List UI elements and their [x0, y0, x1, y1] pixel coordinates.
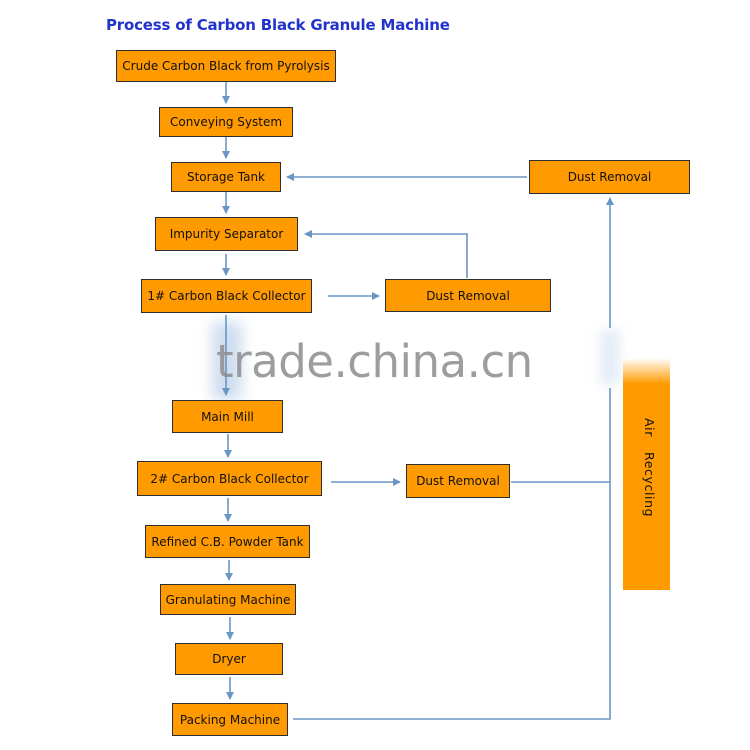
air-recycling-label-recycling: Recycling: [642, 452, 657, 518]
air-bar-fade: [623, 358, 670, 384]
node-packing-machine: Packing Machine: [172, 703, 288, 736]
air-recycling-label-air: Air: [642, 418, 657, 437]
node-refined-powder-tank: Refined C.B. Powder Tank: [145, 525, 310, 558]
node-crude-carbon-black: Crude Carbon Black from Pyrolysis: [116, 50, 336, 82]
node-dryer: Dryer: [175, 643, 283, 675]
node-impurity-separator: Impurity Separator: [155, 217, 298, 251]
air-recycling-bar: [623, 358, 670, 590]
node-main-mill: Main Mill: [172, 400, 283, 433]
node-collector-1: 1# Carbon Black Collector: [141, 279, 312, 313]
arrow-dust2-impurity: [304, 230, 468, 278]
node-dust-removal-1: Dust Removal: [529, 160, 690, 194]
node-collector-2: 2# Carbon Black Collector: [137, 461, 322, 496]
node-dust-removal-3: Dust Removal: [406, 464, 510, 498]
node-dust-removal-2: Dust Removal: [385, 279, 551, 312]
node-conveying-system: Conveying System: [159, 107, 293, 137]
watermark-blur: [212, 322, 242, 400]
line-packing-recycle: [293, 388, 611, 720]
watermark: trade.china.cn: [216, 335, 533, 388]
diagram-title: Process of Carbon Black Granule Machine: [106, 16, 450, 34]
watermark-blur: [600, 330, 620, 385]
node-storage-tank: Storage Tank: [171, 162, 281, 192]
node-granulating-machine: Granulating Machine: [160, 584, 296, 615]
